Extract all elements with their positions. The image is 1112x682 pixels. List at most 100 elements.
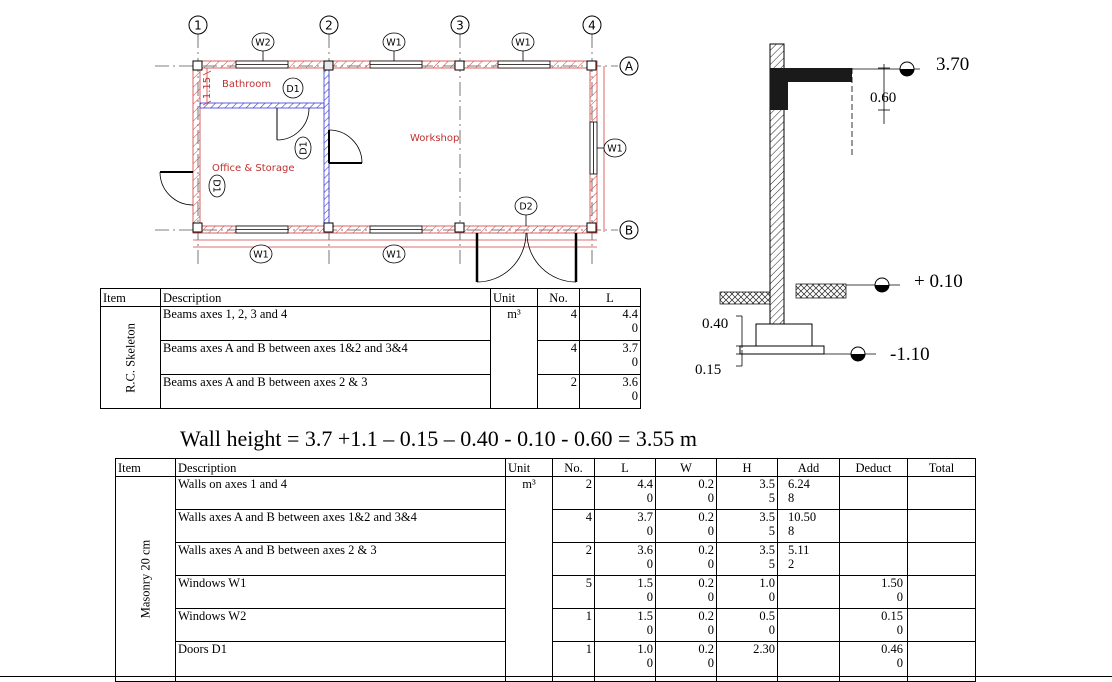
no-cell: 4 bbox=[537, 306, 580, 341]
desc-cell: Walls axes A and B between axes 2 & 3 bbox=[175, 542, 506, 576]
total-cell bbox=[907, 476, 976, 510]
table-row: Masonry 20 cm Walls on axes 1 and 4 m³ 2… bbox=[115, 476, 976, 682]
col-header-unit: Unit bbox=[505, 458, 553, 477]
level-marker-footing bbox=[824, 346, 876, 362]
col-header-w: W bbox=[655, 458, 717, 477]
level-label-footing: -1.10 bbox=[890, 344, 930, 365]
columns bbox=[192, 60, 597, 233]
level-marker-ground bbox=[846, 277, 900, 293]
add-cell bbox=[777, 575, 840, 609]
no-cell: 2 bbox=[552, 476, 595, 510]
room-label-office: Office & Storage bbox=[212, 163, 294, 174]
col-header-l: L bbox=[594, 458, 656, 477]
col-header-item: Item bbox=[100, 288, 161, 307]
no-cell: 1 bbox=[552, 608, 595, 642]
tag-w1-bottom-2: W1 bbox=[382, 244, 406, 264]
roof-beam bbox=[770, 68, 788, 110]
tag-w1-top-1: W1 bbox=[382, 32, 406, 61]
desc-cell: Windows W1 bbox=[175, 575, 506, 609]
axis-bubble-B: B bbox=[619, 220, 639, 240]
table-row: Beams axes A and B between axes 1&2 and … bbox=[101, 340, 641, 375]
total-cell bbox=[907, 608, 976, 642]
add-cell bbox=[777, 608, 840, 642]
total-cell bbox=[907, 542, 976, 576]
svg-text:W2: W2 bbox=[255, 38, 270, 49]
no-cell: 2 bbox=[552, 542, 595, 576]
col-header-h: H bbox=[716, 458, 778, 477]
desc-cell: Beams axes A and B between axes 1&2 and … bbox=[160, 340, 491, 375]
svg-text:W1: W1 bbox=[386, 38, 401, 49]
add-cell bbox=[777, 641, 840, 682]
wall-height-equation: Wall height = 3.7 +1.1 – 0.15 – 0.40 - 0… bbox=[180, 426, 697, 451]
desc-cell: Beams axes 1, 2, 3 and 4 bbox=[160, 306, 491, 341]
svg-text:D1: D1 bbox=[286, 84, 299, 95]
dim-footing bbox=[736, 315, 743, 367]
dim-label-0-60: 0.60 bbox=[870, 90, 896, 106]
blinding bbox=[739, 345, 825, 355]
unit-cell: m³ bbox=[505, 476, 553, 682]
axis-bubble-1: 1 bbox=[188, 15, 208, 35]
no-cell: 2 bbox=[537, 374, 580, 409]
svg-text:W1: W1 bbox=[515, 38, 530, 49]
table-header-row: Item Description Unit No. L W H Add Dedu… bbox=[115, 458, 976, 477]
col-header-no: No. bbox=[552, 458, 595, 477]
room-label-bathroom: Bathroom bbox=[222, 79, 271, 90]
desc-cell: Walls axes A and B between axes 1&2 and … bbox=[175, 509, 506, 543]
tag-d2: D2 bbox=[514, 196, 538, 226]
tag-w1-top-2: W1 bbox=[511, 32, 535, 61]
level-label-ground: + 0.10 bbox=[914, 271, 963, 292]
level-label-top: 3.70 bbox=[936, 54, 969, 75]
desc-cell: Windows W2 bbox=[175, 608, 506, 642]
level-marker-top bbox=[852, 61, 920, 77]
doors bbox=[159, 107, 578, 283]
svg-text:D2: D2 bbox=[519, 202, 532, 213]
svg-text:B: B bbox=[625, 224, 633, 238]
col-header-add: Add bbox=[777, 458, 840, 477]
masonry-table: Item Description Unit No. L W H Add Dedu… bbox=[115, 458, 976, 682]
deduct-cell bbox=[839, 476, 908, 510]
tag-w1-right: W1 bbox=[597, 138, 627, 158]
svg-text:1: 1 bbox=[194, 19, 202, 33]
floor-plan: 1.15 Bathroom Office & Storage Workshop … bbox=[155, 15, 639, 283]
dim-0-60 bbox=[851, 64, 890, 156]
deduct-cell bbox=[839, 542, 908, 576]
unit-cell: m³ bbox=[490, 306, 538, 409]
item-label: R.C. Skeleton bbox=[123, 322, 137, 393]
room-label-workshop: Workshop bbox=[410, 133, 459, 144]
svg-text:A: A bbox=[625, 60, 634, 74]
soil-left bbox=[719, 291, 771, 305]
dim-label-0-15: 0.15 bbox=[695, 362, 721, 378]
svg-text:4: 4 bbox=[588, 19, 596, 33]
dim-label-0-40: 0.40 bbox=[702, 316, 728, 332]
col-header-total: Total bbox=[907, 458, 976, 477]
soil-right bbox=[795, 283, 847, 299]
tag-w1-bottom-1: W1 bbox=[249, 244, 273, 264]
col-header-description: Description bbox=[175, 458, 506, 477]
svg-text:W1: W1 bbox=[253, 250, 268, 261]
h-cell: 2.30 bbox=[716, 641, 778, 682]
col-header-l: L bbox=[579, 288, 641, 307]
axis-bubble-3: 3 bbox=[450, 15, 470, 35]
item-cell: Masonry 20 cm bbox=[115, 476, 176, 682]
svg-text:W1: W1 bbox=[607, 144, 622, 155]
svg-text:D1: D1 bbox=[211, 179, 222, 192]
